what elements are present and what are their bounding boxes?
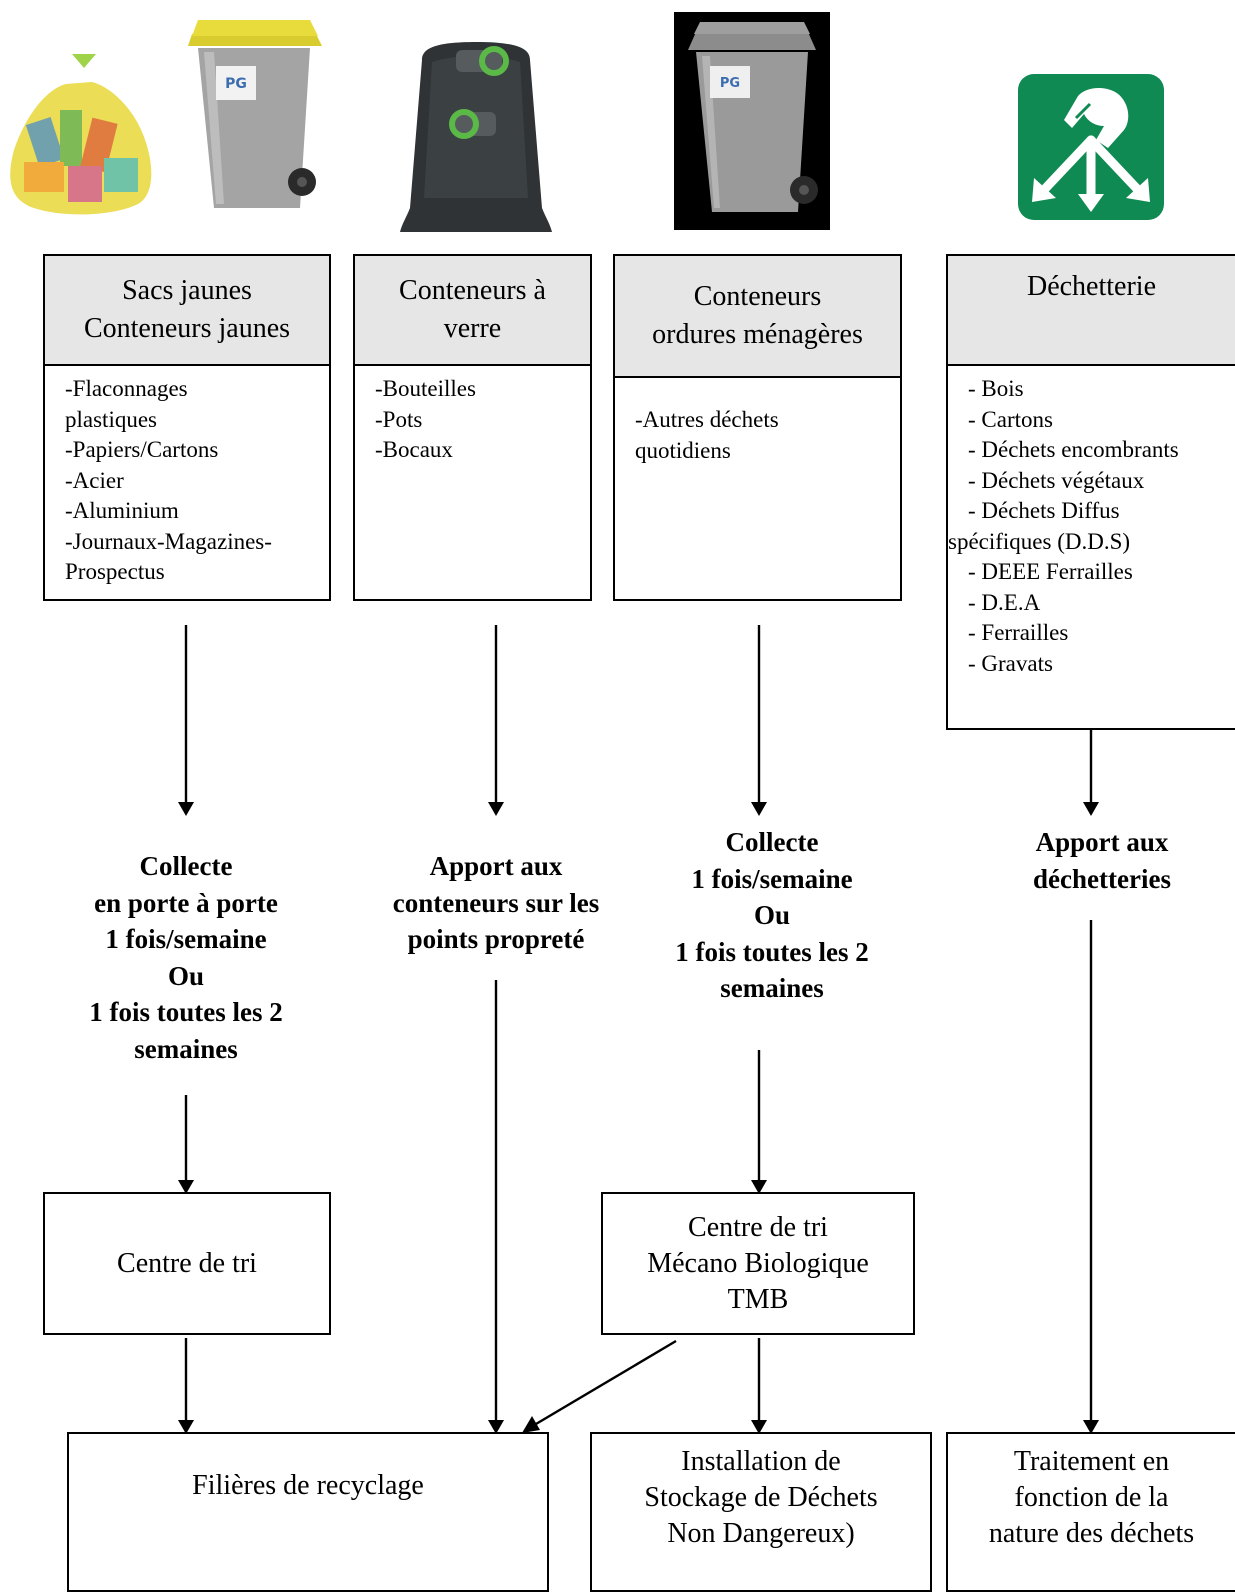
centre-tmb-box: Centre de tri Mécano Biologique TMB [601, 1192, 915, 1335]
list-item: - Déchets végétaux [968, 467, 1145, 493]
yellow-bag-icon [10, 54, 152, 215]
collection-label-verre: Apport aux conteneurs sur les points pro… [392, 851, 600, 954]
list-item: -Acier [65, 467, 124, 493]
list-item: -Bouteilles [375, 376, 476, 401]
column-header: Conteneurs ordures ménagères [615, 256, 900, 378]
arrow-head [488, 802, 504, 816]
list-item: spécifiques (D.D.S) [948, 528, 1131, 554]
list-item: - DEEE Ferrailles [968, 559, 1133, 584]
list-item: - D.E.A [968, 589, 1041, 615]
arrow-head [751, 1420, 767, 1434]
arrow-head [178, 1180, 194, 1194]
column-header: Déchetterie [948, 256, 1235, 366]
list-item: Prospectus [65, 559, 165, 584]
column-header: Sacs jaunes Conteneurs jaunes [45, 256, 329, 366]
filieres-recyclage-box: Filières de recyclage [67, 1432, 549, 1592]
arrow-head [522, 1416, 540, 1433]
column-header: Conteneurs à verre [355, 256, 590, 366]
list-item: -Pots [375, 406, 423, 432]
arrow-head [751, 1180, 767, 1194]
waste-list: - Bois - Cartons - Déchets encombrants -… [948, 374, 1235, 679]
waste-list: -Autres déchets quotidiens [615, 405, 900, 466]
svg-text:PG: PG [225, 76, 247, 92]
arrow-head [178, 802, 194, 816]
dechetterie-icon [1018, 74, 1164, 220]
list-item: - Déchets encombrants [968, 437, 1179, 462]
centre-de-tri-box: Centre de tri [43, 1192, 331, 1335]
arrow-head [751, 802, 767, 816]
column-box-ordures-menageres: Conteneurs ordures ménagères -Autres déc… [613, 254, 902, 601]
column-box-sacs-jaunes: Sacs jaunes Conteneurs jaunes -Flaconnag… [43, 254, 331, 601]
glass-container-icon [400, 42, 552, 232]
traitement-box: Traitement en fonction de la nature des … [946, 1432, 1235, 1592]
column-box-dechetterie: Déchetterie - Bois - Cartons - Déchets e… [946, 254, 1235, 730]
waste-list: -Bouteilles -Pots -Bocaux [355, 374, 590, 466]
collection-label-sacs-jaunes: Collecte en porte à porte 1 fois/semaine… [89, 851, 283, 1064]
list-item: quotidiens [635, 437, 731, 463]
waste-list: -Flaconnages plastiques -Papiers/Cartons… [45, 374, 329, 588]
stockage-dechets-box: Installation de Stockage de Déchets Non … [590, 1432, 932, 1592]
arrow-head [488, 1420, 504, 1434]
list-item: - Bois [968, 376, 1024, 401]
list-item: -Journaux-Magazines- [65, 528, 272, 554]
list-item: -Aluminium [65, 498, 179, 523]
column-box-verre: Conteneurs à verre -Bouteilles -Pots -Bo… [353, 254, 592, 601]
list-item: -Bocaux [375, 437, 453, 462]
yellow-bin-icon: PG [188, 20, 322, 208]
list-item: -Papiers/Cartons [65, 437, 219, 462]
list-item: - Cartons [968, 406, 1053, 432]
collection-label-ordures-menageres: Collecte 1 fois/semaine Ou 1 fois toutes… [675, 827, 869, 1003]
svg-text:PG: PG [720, 76, 740, 91]
arrow-head [178, 1420, 194, 1434]
arrow-head [1083, 1420, 1099, 1434]
list-item: - Gravats [968, 650, 1053, 676]
list-item: - Déchets Diffus [968, 498, 1120, 523]
list-item: -Autres déchets [635, 407, 779, 432]
list-item: - Ferrailles [968, 620, 1069, 645]
list-item: -Flaconnages [65, 376, 188, 401]
collection-label-dechetterie: Apport aux déchetteries [1033, 827, 1171, 894]
grey-bin-icon: PG [674, 12, 830, 230]
list-item: plastiques [65, 406, 157, 432]
arrow-head [1083, 802, 1099, 816]
